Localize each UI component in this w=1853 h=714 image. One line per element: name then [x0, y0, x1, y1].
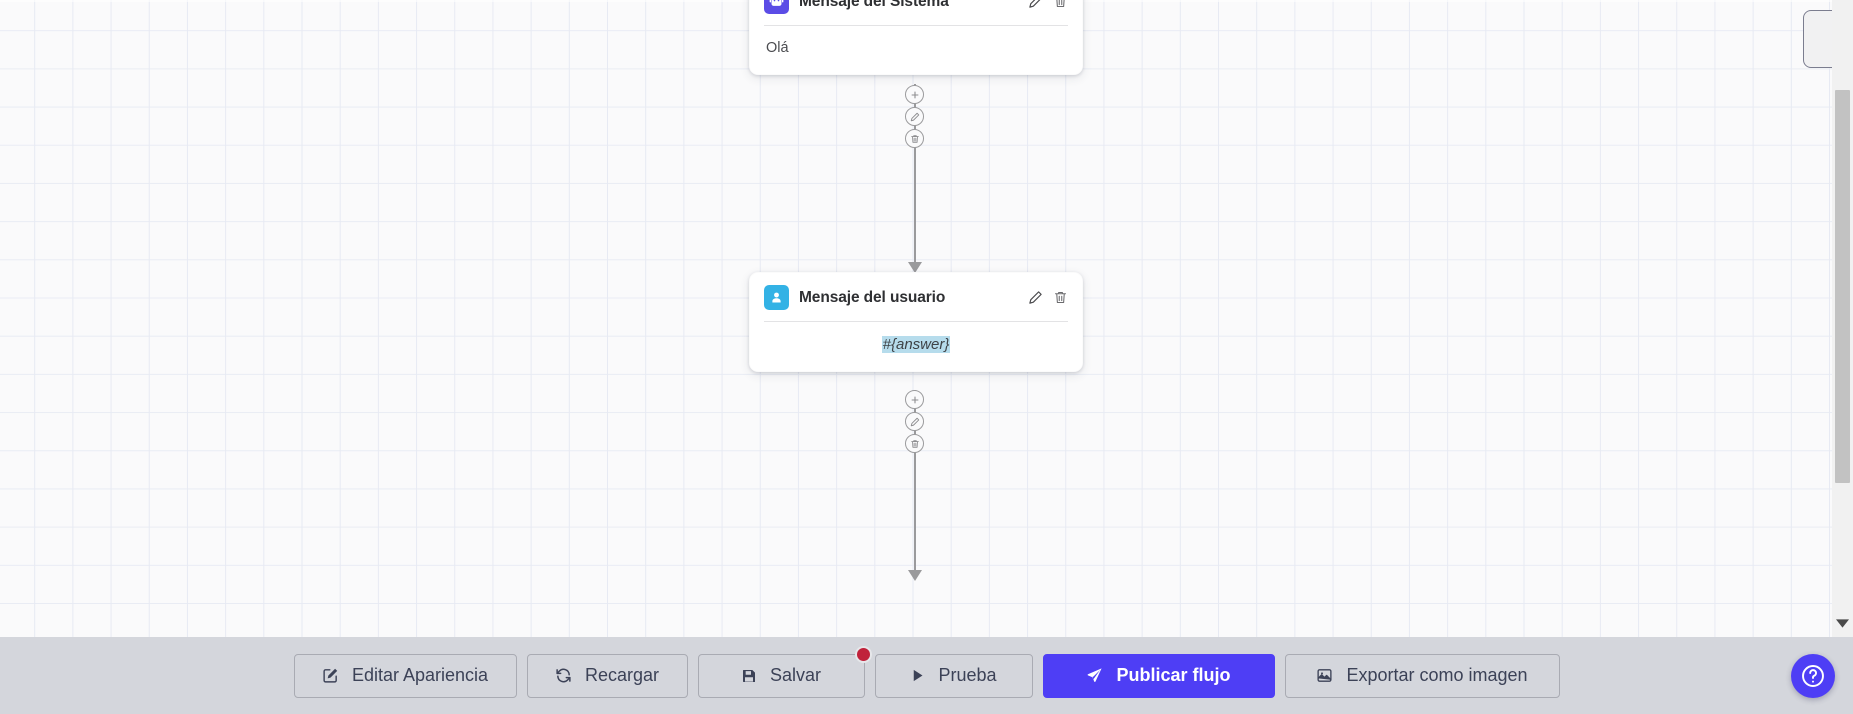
rocket-icon — [1086, 667, 1103, 684]
connector-1-buttons — [905, 85, 924, 148]
node-header: Mensaje del Sistema — [750, 0, 1082, 25]
editar-apariencia-button[interactable]: Editar Apariencia — [293, 653, 517, 698]
node-divider — [764, 25, 1068, 26]
node-divider — [764, 321, 1068, 322]
connector-line — [914, 84, 916, 268]
trash-icon[interactable] — [1053, 0, 1068, 9]
scrollbar-thumb[interactable] — [1835, 90, 1850, 483]
connector-arrow-head — [908, 262, 922, 273]
help-button[interactable] — [1791, 654, 1835, 698]
save-icon — [741, 668, 757, 684]
refresh-icon — [555, 667, 572, 684]
connector-arrow-head — [908, 570, 922, 581]
edit-connector-button[interactable] — [905, 412, 924, 431]
pencil-icon[interactable] — [1028, 290, 1043, 305]
node-header: Mensaje del usuario — [750, 273, 1082, 321]
publicar-flujo-button[interactable]: Publicar flujo — [1042, 653, 1275, 698]
variable-token: #{answer} — [881, 336, 951, 353]
play-icon — [910, 668, 925, 683]
flow-node-user-message[interactable]: Mensaje del usuario #{answer} — [749, 272, 1083, 372]
flow-node-system-message[interactable]: Mensaje del Sistema Olá — [749, 0, 1083, 75]
node-title: Mensaje del usuario — [799, 288, 946, 306]
pencil-icon[interactable] — [1028, 0, 1043, 9]
chevron-down-icon[interactable] — [1832, 612, 1853, 634]
bottom-toolbar: Editar Apariencia Recargar Salvar Pr — [0, 637, 1853, 714]
image-icon — [1316, 667, 1333, 684]
button-label: Editar Apariencia — [351, 665, 489, 685]
recargar-button[interactable]: Recargar — [526, 653, 688, 698]
trash-icon[interactable] — [1053, 290, 1068, 305]
edit-connector-button[interactable] — [905, 107, 924, 126]
button-label: Exportar como imagen — [1346, 665, 1528, 685]
salvar-button[interactable]: Salvar — [697, 645, 872, 698]
exportar-como-imagen-button[interactable]: Exportar como imagen — [1284, 653, 1560, 698]
node-header-actions — [1028, 0, 1068, 9]
node-body-text: #{answer} — [750, 322, 1082, 371]
delete-connector-button[interactable] — [905, 129, 924, 148]
vertical-scrollbar[interactable] — [1832, 0, 1853, 637]
add-node-button[interactable] — [905, 390, 924, 409]
connector-line — [914, 390, 916, 575]
button-label: Publicar flujo — [1116, 665, 1231, 685]
robot-icon — [764, 0, 789, 14]
button-label: Recargar — [584, 665, 660, 685]
connector-2-buttons — [905, 390, 924, 453]
unsaved-changes-badge — [854, 645, 872, 663]
flow-canvas[interactable]: Mensaje del Sistema Olá — [0, 0, 1853, 637]
node-body-text: Olá — [766, 40, 789, 56]
prueba-button[interactable]: Prueba — [874, 653, 1033, 698]
person-icon — [764, 285, 789, 310]
node-header-actions — [1028, 290, 1068, 305]
add-node-button[interactable] — [905, 85, 924, 104]
node-title: Mensaje del Sistema — [799, 0, 949, 10]
button-label: Salvar — [769, 665, 822, 685]
button-label: Prueba — [938, 665, 997, 685]
edit-square-icon — [322, 667, 339, 684]
delete-connector-button[interactable] — [905, 434, 924, 453]
